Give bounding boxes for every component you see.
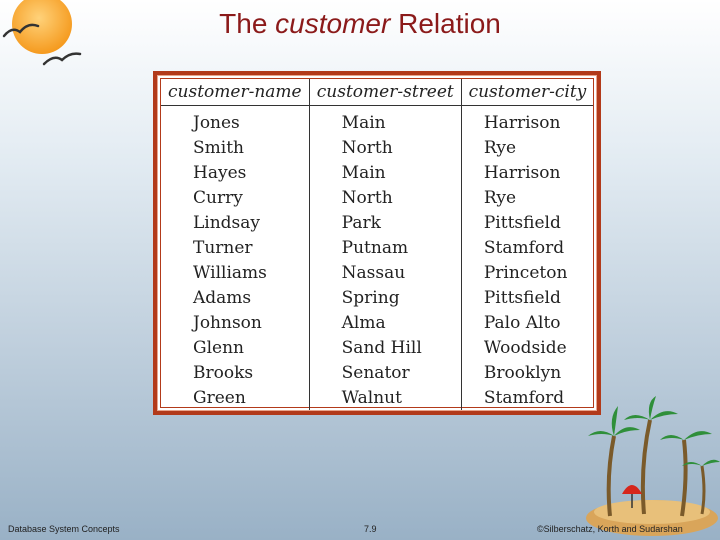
column-header-customer-name: customer-name (161, 79, 310, 106)
cell-customer-name: Jones (193, 112, 240, 133)
cell-customer-street: Senator (308, 360, 462, 385)
cell-customer-street: Putnam (308, 235, 462, 260)
cell-customer-city: Harrison (460, 105, 593, 135)
cell-customer-city: Rye (460, 185, 593, 210)
cell-customer-city: Brooklyn (460, 360, 593, 385)
cell-customer-city: Pittsfield (460, 210, 593, 235)
cell-customer-city: Princeton (460, 260, 593, 285)
cell-customer-name: Turner (193, 237, 253, 258)
page-title: The customer Relation (219, 8, 501, 39)
cell-customer-street: Spring (308, 285, 462, 310)
cell-customer-street: Main (308, 105, 462, 135)
cell-customer-name: Curry (193, 187, 243, 208)
cell-customer-name: Adams (193, 287, 252, 308)
cell-customer-street: Sand Hill (308, 335, 462, 360)
cell-customer-street: Park (308, 210, 462, 235)
cell-customer-street: Walnut (308, 385, 462, 410)
footer-copyright: ©Silberschatz, Korth and Sudarshan (537, 524, 683, 534)
palm-island-icon (586, 396, 720, 536)
column-header-customer-city: customer-city (460, 79, 593, 106)
cell-customer-name: Glenn (193, 337, 244, 358)
cell-customer-name: Green (193, 387, 246, 408)
cell-customer-city: Palo Alto (460, 310, 593, 335)
cell-customer-name: Williams (193, 262, 267, 283)
cell-customer-city: Pittsfield (460, 285, 593, 310)
cell-customer-city: Harrison (460, 160, 593, 185)
cell-customer-street: Alma (308, 310, 462, 335)
cell-customer-city: Woodside (460, 335, 593, 360)
sun-and-birds-icon (2, 0, 82, 66)
cell-customer-city: Stamford (460, 235, 593, 260)
cell-customer-name: Johnson (193, 312, 262, 333)
cell-customer-street: North (308, 185, 462, 210)
cell-customer-name: Lindsay (193, 212, 261, 233)
cell-customer-street: Nassau (308, 260, 462, 285)
cell-customer-street: North (308, 135, 462, 160)
column-header-customer-street: customer-street (308, 79, 462, 106)
cell-customer-name: Hayes (193, 162, 247, 183)
footer-page-number: 7.9 (364, 524, 377, 534)
customer-relation-table: customer-name customer-street customer-c… (161, 79, 593, 410)
cell-customer-city: Rye (460, 135, 593, 160)
cell-customer-name: Brooks (193, 362, 254, 383)
footer-course-title: Database System Concepts (8, 524, 120, 534)
cell-customer-city: Stamford (460, 385, 593, 410)
cell-customer-street: Main (308, 160, 462, 185)
cell-customer-name: Smith (193, 137, 244, 158)
relation-table-frame: customer-name customer-street customer-c… (153, 71, 601, 415)
